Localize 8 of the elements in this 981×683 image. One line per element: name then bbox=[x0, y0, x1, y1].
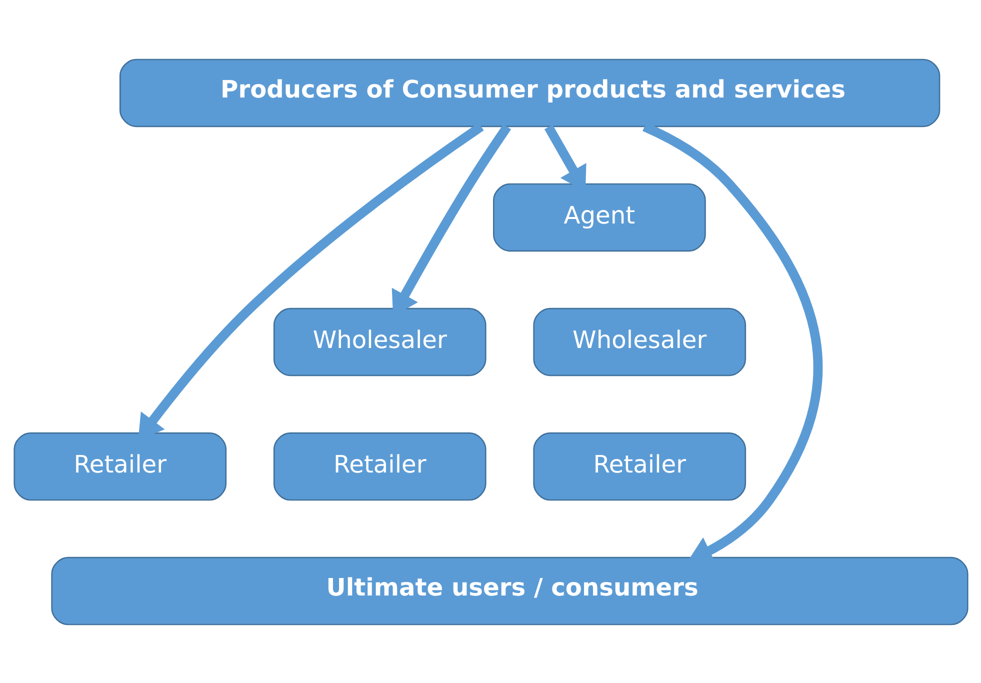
node-box: Wholesaler bbox=[532, 307, 746, 376]
node-box: Wholesaler bbox=[272, 307, 486, 376]
node-box: Ultimate users / consumers bbox=[50, 556, 968, 625]
node-box: Retailer bbox=[272, 432, 486, 500]
node-box: Agent bbox=[492, 182, 706, 252]
node-box: Retailer bbox=[13, 432, 226, 500]
node-box: Retailer bbox=[532, 432, 746, 500]
node-box: Producers of Consumer products and services bbox=[118, 58, 940, 127]
